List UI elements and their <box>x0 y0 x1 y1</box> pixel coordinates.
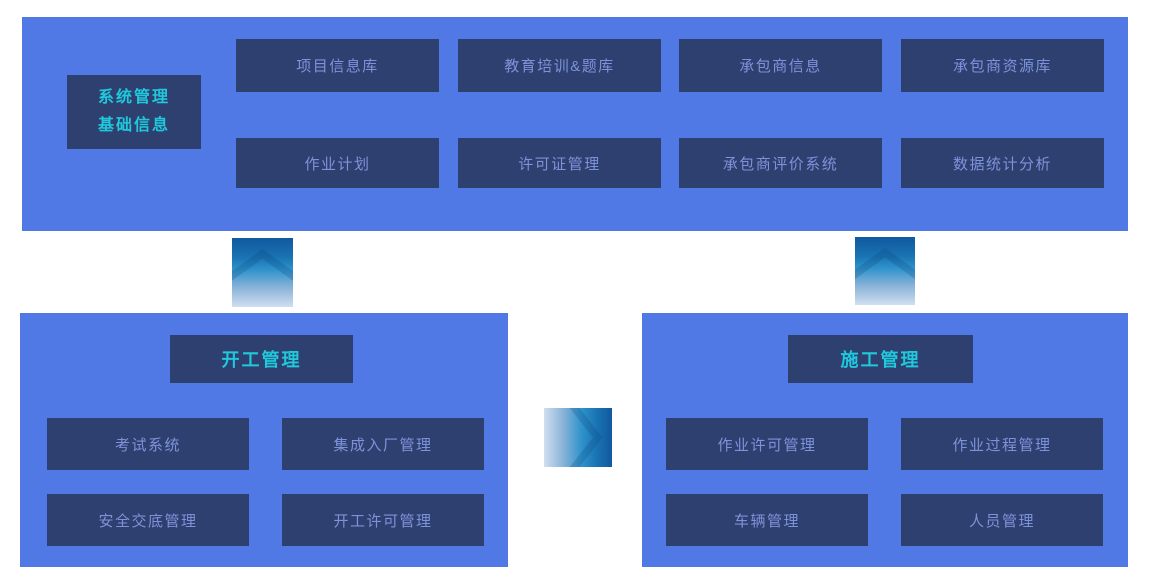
system-title-line-2: 基础信息 <box>97 117 170 134</box>
module-label: 项目信息库 <box>296 58 379 75</box>
system-title-line-1: 系统管理 <box>97 89 170 106</box>
module-personnel-management: 人员管理 <box>901 494 1103 546</box>
module-exam-system: 考试系统 <box>47 418 249 470</box>
module-label: 承包商资源库 <box>952 58 1052 75</box>
construction-title-box: 施工管理 <box>788 335 973 383</box>
kickoff-title-box: 开工管理 <box>170 335 353 383</box>
module-kickoff-permit-management: 开工许可管理 <box>282 494 484 546</box>
module-data-statistics-analysis: 数据统计分析 <box>901 138 1104 188</box>
module-vehicle-management: 车辆管理 <box>666 494 868 546</box>
module-label: 作业许可管理 <box>717 436 817 454</box>
module-label: 数据统计分析 <box>952 155 1052 173</box>
module-work-plan: 作业计划 <box>236 138 439 188</box>
module-label: 考试系统 <box>114 436 181 454</box>
module-label: 承包商信息 <box>739 58 822 75</box>
module-label: 安全交底管理 <box>98 512 198 530</box>
panel-title: 施工管理 <box>840 350 921 370</box>
module-project-info-library: 项目信息库 <box>236 39 439 92</box>
construction-management-panel: 施工管理 作业许可管理 作业过程管理 车辆管理 人员管理 <box>642 313 1128 567</box>
module-contractor-info: 承包商信息 <box>679 39 882 92</box>
module-label: 人员管理 <box>968 512 1035 530</box>
kickoff-management-panel: 开工管理 考试系统 集成入厂管理 安全交底管理 开工许可管理 <box>20 313 508 567</box>
module-label: 集成入厂管理 <box>333 436 433 454</box>
module-label: 承包商评价系统 <box>722 155 839 173</box>
module-label: 作业过程管理 <box>952 436 1052 454</box>
module-label: 教育培训&题库 <box>504 58 615 75</box>
module-work-process-management: 作业过程管理 <box>901 418 1103 470</box>
module-contractor-evaluation-system: 承包商评价系统 <box>679 138 882 188</box>
module-contractor-resource-library: 承包商资源库 <box>901 39 1104 92</box>
module-label: 许可证管理 <box>518 155 601 173</box>
kickoff-to-construction-arrow-icon <box>544 408 612 467</box>
module-safety-briefing-management: 安全交底管理 <box>47 494 249 546</box>
module-integrated-entry-management: 集成入厂管理 <box>282 418 484 470</box>
module-work-permit-management: 作业许可管理 <box>666 418 868 470</box>
module-label: 开工许可管理 <box>333 512 433 530</box>
system-to-construction-arrow-icon <box>855 237 915 305</box>
system-to-kickoff-arrow-icon <box>232 238 293 307</box>
module-label: 车辆管理 <box>733 512 800 530</box>
system-title-box: 系统管理 基础信息 <box>67 75 201 149</box>
module-label: 作业计划 <box>304 155 371 173</box>
module-training-question-bank: 教育培训&题库 <box>458 39 661 92</box>
module-license-management: 许可证管理 <box>458 138 661 188</box>
system-management-panel: 系统管理 基础信息 项目信息库 教育培训&题库 承包商信息 承包商资源库 作业计… <box>22 17 1128 231</box>
panel-title: 开工管理 <box>221 350 302 370</box>
